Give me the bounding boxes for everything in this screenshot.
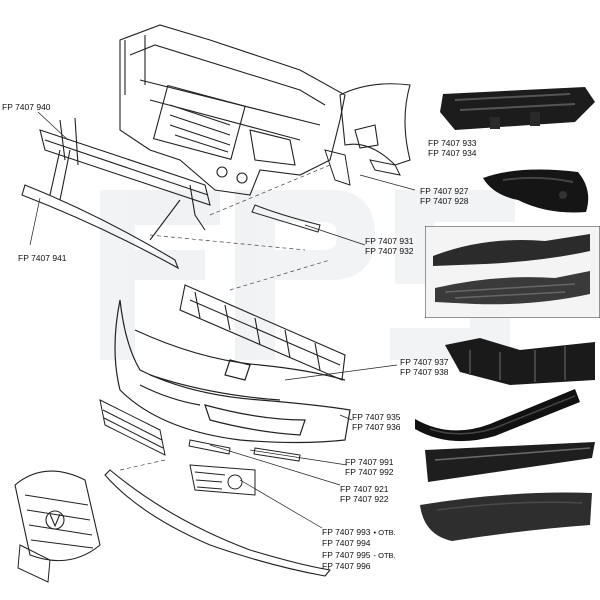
part-label-side-mount: FP 7407 927 FP 7407 928 <box>420 186 469 206</box>
photo-trim-strip <box>425 442 595 482</box>
variant-note: • OTB. <box>373 528 396 537</box>
photo-center-bracket <box>425 226 600 318</box>
part-number: FP 7407 938 <box>400 367 449 377</box>
part-label-reinforcement: FP 7407 941 <box>18 253 67 263</box>
assembly-guide-lines <box>119 164 331 471</box>
photo-side-trim <box>415 389 580 442</box>
part-number: FP 7407 933 <box>428 138 477 148</box>
variant-note: - OTB. <box>373 551 396 560</box>
part-label-lower-cover: FP 7407 921 FP 7407 922 <box>340 484 389 504</box>
part-number: FP 7407 922 <box>340 494 389 504</box>
fender-panel <box>339 83 411 166</box>
fog-lamp-grille <box>189 464 256 496</box>
part-number: FP 7407 934 <box>428 148 477 158</box>
part-label-absorber: FP 7407 937 FP 7407 938 <box>400 357 449 377</box>
lower-grille <box>99 399 166 456</box>
part-label-side-trim: FP 7407 935 FP 7407 936 <box>352 412 401 432</box>
part-number: FP 7407 995- OTB. <box>322 550 396 560</box>
front-bumper-cover <box>114 299 351 444</box>
photo-fender-bracket <box>440 87 595 130</box>
photo-lower-cover <box>420 492 592 541</box>
bumper-reinforcement-strip <box>21 184 180 270</box>
part-number: FP 7407 941 <box>18 253 67 263</box>
photo-absorber <box>445 338 595 385</box>
part-number: FP 7407 994 <box>322 538 371 548</box>
photo-side-mount <box>483 169 589 213</box>
part-number: FP 7407 935 <box>352 412 401 422</box>
part-label-fog-grille: FP 7407 993• OTB. FP 7407 994 <box>322 527 396 548</box>
part-number: FP 7407 991 <box>345 457 394 467</box>
part-number: FP 7407 992 <box>345 467 394 477</box>
trim-strip-right <box>253 447 301 462</box>
leader-lines <box>29 111 416 529</box>
part-number: FP 7407 937 <box>400 357 449 367</box>
part-number: FP 7407 993• OTB. <box>322 527 396 537</box>
part-number: FP 7407 996 <box>322 561 371 571</box>
part-label-center-bracket: FP 7407 931 FP 7407 932 <box>365 236 414 256</box>
part-number: FP 7407 928 <box>420 196 469 206</box>
bumper-bracket-center <box>251 204 321 233</box>
trim-strip-left <box>188 439 231 455</box>
part-number: FP 7407 936 <box>352 422 401 432</box>
part-number: FP 7407 940 <box>2 102 51 112</box>
part-number: FP 7407 932 <box>365 246 414 256</box>
part-number: FP 7407 931 <box>365 236 414 246</box>
lower-spoiler <box>104 469 332 577</box>
radiator-grille <box>14 470 101 562</box>
mount-bracket <box>324 149 401 186</box>
bumper-absorber <box>179 284 346 381</box>
part-label-fender-bracket: FP 7407 933 FP 7407 934 <box>428 138 477 158</box>
part-label-trim-strip: FP 7407 991 FP 7407 992 <box>345 457 394 477</box>
impact-bar <box>39 117 211 241</box>
part-label-bumper-bar: FP 7407 940 <box>2 102 51 112</box>
license-plate-holder <box>17 544 51 583</box>
part-label-fog-grille-alt: FP 7407 995- OTB. FP 7407 996 <box>322 550 396 571</box>
part-number: FP 7407 927 <box>420 186 469 196</box>
part-number: FP 7407 921 <box>340 484 389 494</box>
front-lock-carrier <box>119 24 346 196</box>
